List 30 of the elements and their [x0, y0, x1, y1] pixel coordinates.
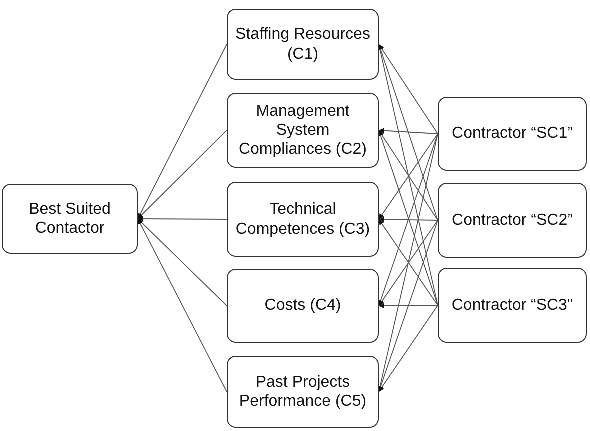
node-label: Contractor “SC3": [452, 296, 574, 316]
arrow: [378, 44, 438, 134]
node-label: Best Suited Contactor: [28, 200, 112, 238]
node-label: Management System Compliances (C2): [238, 102, 368, 160]
node-label: Costs (C4): [264, 296, 342, 316]
arrow: [378, 216, 438, 222]
arrow: [378, 305, 438, 392]
node-box: [227, 93, 379, 168]
arrow: [138, 216, 228, 222]
node-box: [2, 184, 138, 254]
node-box: [227, 9, 379, 80]
node-label: Technical Competences (C3): [234, 200, 372, 239]
arrow: [378, 220, 438, 392]
node-label: Contractor “SC1”: [452, 124, 573, 144]
node-box: [438, 97, 587, 171]
node-box: [438, 183, 587, 258]
node-box: [227, 269, 379, 343]
arrow: [138, 218, 228, 392]
node-box: [227, 182, 379, 257]
arrow: [378, 128, 438, 134]
arrow: [138, 44, 228, 220]
node-label: Past Projects Performance (C5): [238, 372, 368, 412]
node-box: [227, 356, 379, 428]
arrow: [138, 130, 228, 220]
arrow: [378, 44, 438, 221]
node-label: Staffing Resources (C1): [234, 25, 372, 64]
node-box: [438, 268, 587, 343]
arrow: [378, 303, 438, 309]
arrow: [138, 218, 228, 306]
node-label: Contractor “SC2”: [452, 210, 573, 230]
